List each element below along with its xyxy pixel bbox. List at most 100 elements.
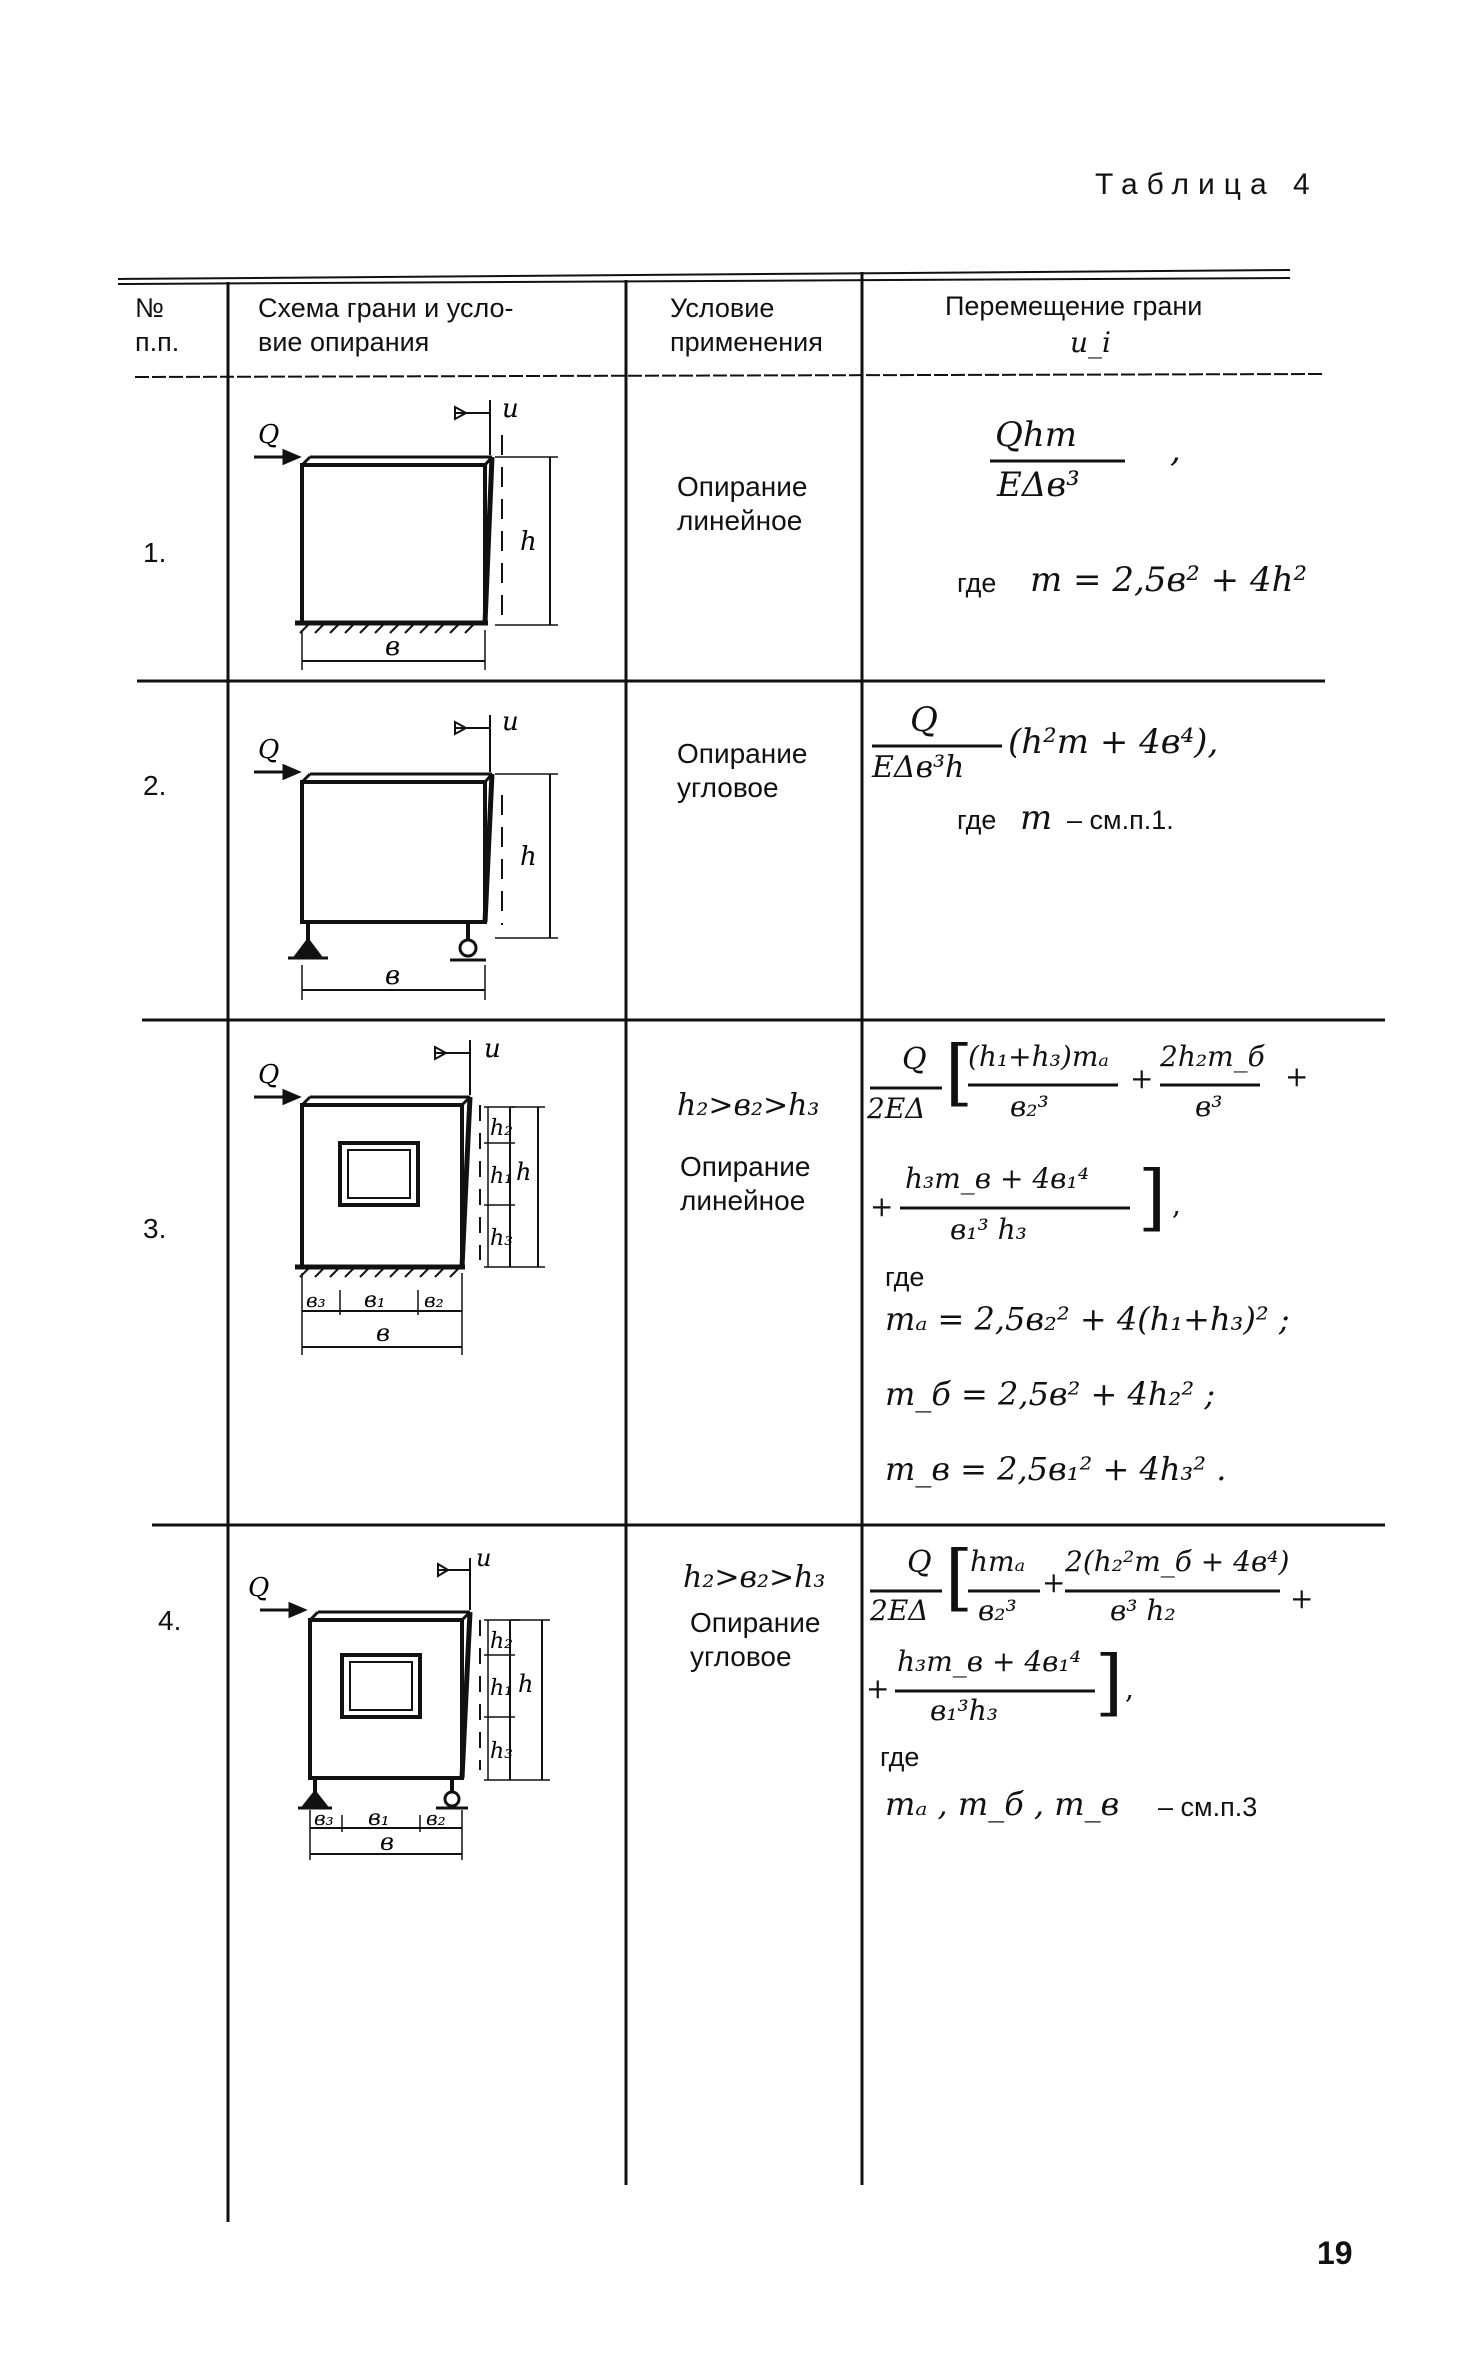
row3-condition-line1: Опирание [680,1151,811,1182]
row3-label-h2: h₂ [490,1116,513,1141]
row2-formula-rest: (h²m + 4в⁴), [1008,722,1219,762]
row1-formula-numerator: Qhm [995,415,1078,455]
row3-ma-expression: mₐ = 2,5в₂² + 4(h₁+h₃)² ; [885,1300,1290,1338]
row4-close-bracket: ] [1095,1640,1124,1724]
row3-lead-fraction-bar [870,1086,942,1090]
row1-where-expression: m = 2,5в² + 4h² [1030,560,1308,600]
row4-number: 4. [158,1605,182,1636]
row2-label-Q: Q [258,735,279,765]
row3-term3-denominator: в₁³ h₃ [950,1213,1027,1246]
row3-label-u: u [484,1035,501,1064]
row4-plus-3: + [866,1672,890,1705]
header-num-line1: № [135,293,164,323]
row4-term1-fraction-bar [968,1589,1040,1593]
row3-label-b1: в₁ [364,1288,386,1313]
row1-scheme-diagram: Q u h в [254,395,558,670]
row1-condition-line1: Опирание [677,471,808,502]
row3-label-Q: Q [258,1060,279,1090]
row1-where-label: где [957,568,997,598]
row3-number: 3. [143,1213,167,1244]
row3-where-label: где [885,1262,925,1292]
row1-label-u: u [502,395,519,424]
row4-label-h3: h₃ [490,1739,513,1764]
row3-condition-inequality: h₂>в₂>h₃ [677,1088,820,1123]
row3-mb-expression: m_б = 2,5в² + 4h₂² ; [885,1375,1216,1413]
row4-term3-denominator: в₁³h₃ [930,1694,999,1727]
row1-condition-line2: линейное [677,505,803,536]
row4-where-vars: mₐ , m_б , m_в [885,1785,1120,1823]
row3-plus-3: + [870,1190,894,1223]
header-num-line2: п.п. [135,327,180,357]
header-disp-symbol: u_i [1070,326,1111,359]
row2-label-u: u [502,707,519,737]
row4-plus-2: + [1290,1582,1314,1615]
row4-scheme-diagram: Q u h₂ h₁ h₃ h в₃ в₁ в₂ в [248,1544,550,1860]
row3-plus-1: + [1130,1062,1154,1095]
row3-term1-numerator: (h₁+h₃)mₐ [968,1040,1109,1073]
row4-lead-fraction-bar [870,1589,942,1593]
row2-where-label: где [957,805,997,835]
row1-label-b: в [385,632,400,662]
row3-scheme-diagram: Q u h₂ h₁ h₃ h в₃ в₁ в₂ в [254,1035,545,1355]
row2-label-h: h [520,842,537,872]
row3-term2-fraction-bar [1160,1083,1260,1087]
row4-term2-fraction-bar [1065,1589,1280,1593]
row4-condition-line2: угловое [690,1641,792,1672]
row4-label-h2: h₂ [490,1629,513,1654]
row3-condition-line2: линейное [680,1185,806,1216]
row3-term2-denominator: в³ [1195,1090,1223,1123]
row3-label-b: в [376,1319,390,1347]
row4-label-u: u [476,1544,491,1572]
row4-label-h: h [518,1670,533,1698]
row2-where-var: m [1020,798,1053,838]
header-cond-line2: применения [670,327,823,357]
row4-label-b3: в₃ [314,1806,334,1830]
row4-condition-inequality: h₂>в₂>h₃ [683,1560,826,1595]
row4-where-label: где [880,1742,920,1772]
row4-comma: , [1125,1672,1134,1705]
row2-scheme-diagram: Q u h в [254,707,558,1000]
row2-formula-denominator: EΔв³h [872,750,965,785]
row4-label-b2: в₂ [426,1806,446,1830]
row4-plus-1: + [1042,1566,1066,1599]
row4-label-b1: в₁ [368,1806,390,1831]
row3-close-bracket: ] [1138,1155,1167,1239]
row3-open-bracket: [ [945,1030,974,1114]
row3-label-h1: h₁ [490,1164,513,1189]
row1-label-Q: Q [258,420,279,450]
row4-term3-numerator: h₃m_в + 4в₁⁴ [897,1645,1081,1678]
header-scheme-line2: вие опирания [258,327,430,357]
row4-lead-denominator: 2EΔ [870,1594,929,1627]
row4-label-h1: h₁ [490,1676,513,1701]
row4-term1-denominator: в₂³ [978,1594,1017,1627]
row4-where-ref: – см.п.3 [1158,1792,1258,1822]
row3-term2-numerator: 2h₂m_б [1160,1040,1265,1073]
row3-term3-numerator: h₃m_в + 4в₁⁴ [905,1162,1089,1195]
row4-term2-numerator: 2(h₂²m_б + 4в⁴) [1065,1545,1290,1578]
row2-label-b: в [385,961,400,991]
row2-formula-numerator: Q [910,700,938,740]
row4-open-bracket: [ [945,1535,974,1619]
row4-label-Q: Q [248,1573,269,1603]
row1-formula-comma: , [1170,430,1181,470]
row4-label-b: в [380,1828,394,1856]
row3-label-b2: в₂ [424,1288,444,1312]
row4-term1-numerator: hmₐ [970,1545,1026,1578]
row3-label-b3: в₃ [306,1288,326,1312]
row4-term3-fraction-bar [895,1689,1095,1693]
row1-number: 1. [143,537,167,568]
row3-term3-fraction-bar [900,1206,1130,1210]
row3-label-h: h [516,1158,531,1186]
table-caption: Таблица 4 [1095,168,1319,201]
row2-condition-line2: угловое [677,772,779,803]
row2-condition-line1: Опирание [677,738,808,769]
header-cond-line1: Условие [670,293,775,323]
row2-where-ref: – см.п.1. [1067,805,1174,835]
row2-number: 2. [143,770,167,801]
row3-lead-denominator: 2EΔ [867,1092,926,1125]
row1-formula-denominator: EΔв³ [997,465,1080,505]
row1-label-h: h [520,527,537,557]
header-scheme-line1: Схема грани и усло- [258,293,514,323]
row4-term2-denominator: в³ h₂ [1110,1594,1176,1627]
